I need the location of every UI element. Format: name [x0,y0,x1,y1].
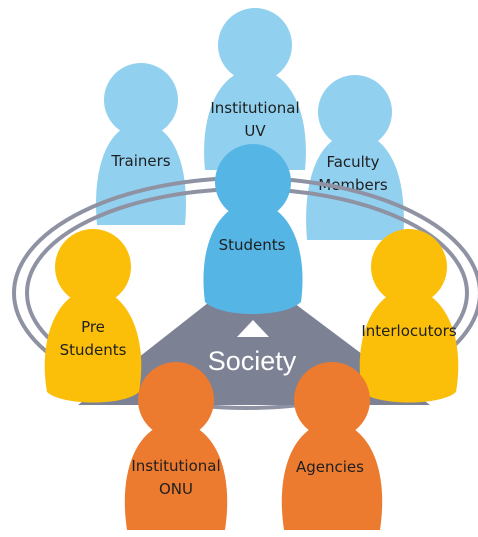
figure-pre-students: Pre Students [44,229,142,403]
interlocutors-label: Interlocutors [361,322,457,340]
institutional-uv-label-line2: UV [244,122,266,140]
faculty-members-label-line2: Members [318,176,388,194]
figure-interlocutors: Interlocutors [359,229,459,403]
figure-trainers: Trainers [96,63,186,225]
institutional-onu-label-line2: ONU [159,480,193,498]
institutional-onu-label-line1: Institutional [131,457,220,475]
students-label: Students [219,236,286,254]
institutional-uv-label-line1: Institutional [210,99,299,117]
pre-students-label-line2: Students [60,341,127,359]
figure-institutional-onu: Institutional ONU [124,362,228,530]
pre-students-label-line1: Pre [81,318,105,336]
agencies-label: Agencies [296,458,364,476]
figure-institutional-uv: Institutional UV [204,8,306,170]
figure-students: Students [203,144,303,314]
figure-agencies: Agencies [281,362,383,530]
up-arrow-icon [237,320,269,337]
trainers-label: Trainers [110,152,170,170]
society-label: Society [208,346,297,376]
faculty-members-label-line1: Faculty [326,153,379,171]
figure-faculty-members: Faculty Members [306,75,404,240]
